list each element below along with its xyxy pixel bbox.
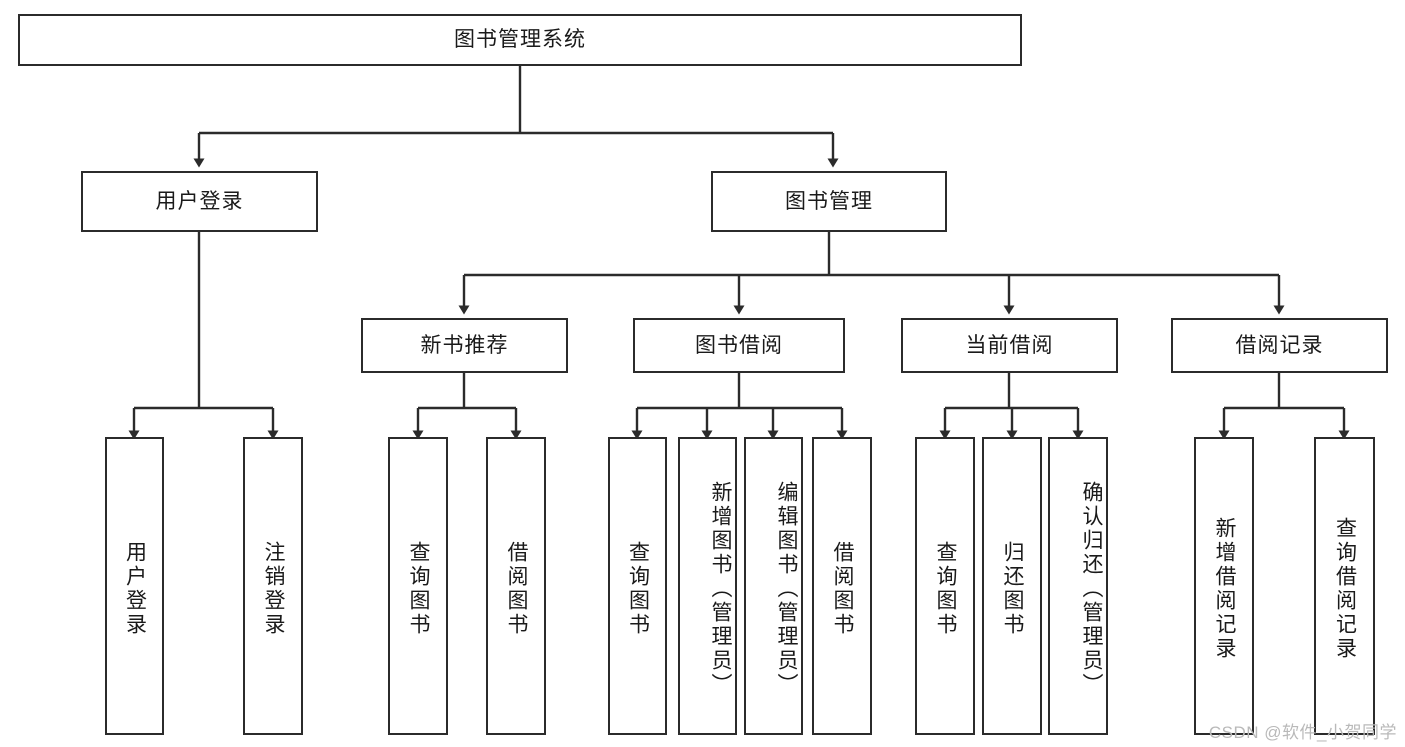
leaf-add-borrow-record[interactable]: 新增借阅记录 <box>1194 437 1254 735</box>
leaf-return-book[interactable]: 归还图书 <box>982 437 1042 735</box>
node-new-book-recommend[interactable]: 新书推荐 <box>361 318 568 373</box>
node-root[interactable]: 图书管理系统 <box>18 14 1022 66</box>
leaf-user-login[interactable]: 用户登录 <box>105 437 164 735</box>
node-book-management[interactable]: 图书管理 <box>711 171 947 232</box>
leaf-query-book-borrow[interactable]: 查询图书 <box>608 437 667 735</box>
leaf-borrow-book[interactable]: 借阅图书 <box>812 437 872 735</box>
watermark: CSDN @软件_小贺同学 <box>1208 723 1397 742</box>
leaf-add-book-admin[interactable]: 新增图书（管理员） <box>678 437 737 735</box>
leaf-logout[interactable]: 注销登录 <box>243 437 303 735</box>
leaf-query-book-current[interactable]: 查询图书 <box>915 437 975 735</box>
node-book-borrow[interactable]: 图书借阅 <box>633 318 845 373</box>
leaf-confirm-return-admin[interactable]: 确认归还（管理员） <box>1048 437 1108 735</box>
node-borrow-record[interactable]: 借阅记录 <box>1171 318 1388 373</box>
leaf-borrow-book-recommend[interactable]: 借阅图书 <box>486 437 546 735</box>
node-current-borrow[interactable]: 当前借阅 <box>901 318 1118 373</box>
leaf-query-borrow-record[interactable]: 查询借阅记录 <box>1314 437 1375 735</box>
leaf-query-book-recommend[interactable]: 查询图书 <box>388 437 448 735</box>
node-user-login[interactable]: 用户登录 <box>81 171 318 232</box>
leaf-edit-book-admin[interactable]: 编辑图书（管理员） <box>744 437 803 735</box>
